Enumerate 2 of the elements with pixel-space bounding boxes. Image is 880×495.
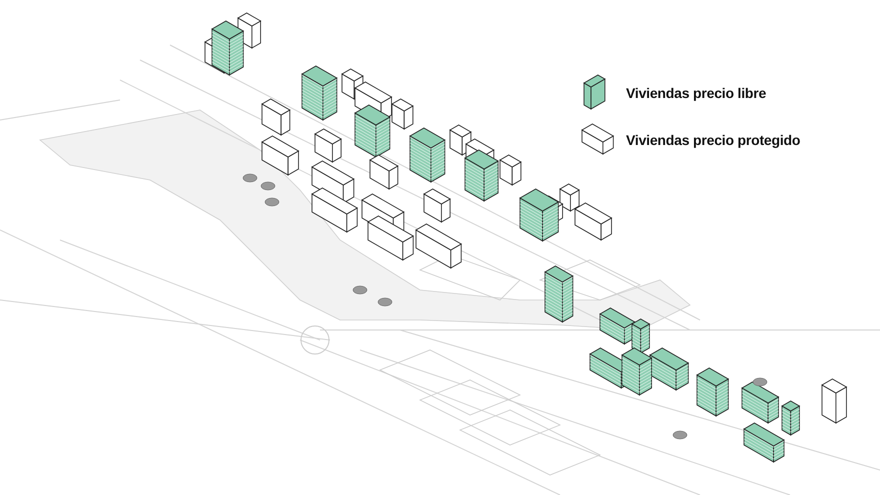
legend-label: Viviendas precio protegido <box>626 132 800 148</box>
legend-label: Viviendas precio libre <box>626 85 766 101</box>
